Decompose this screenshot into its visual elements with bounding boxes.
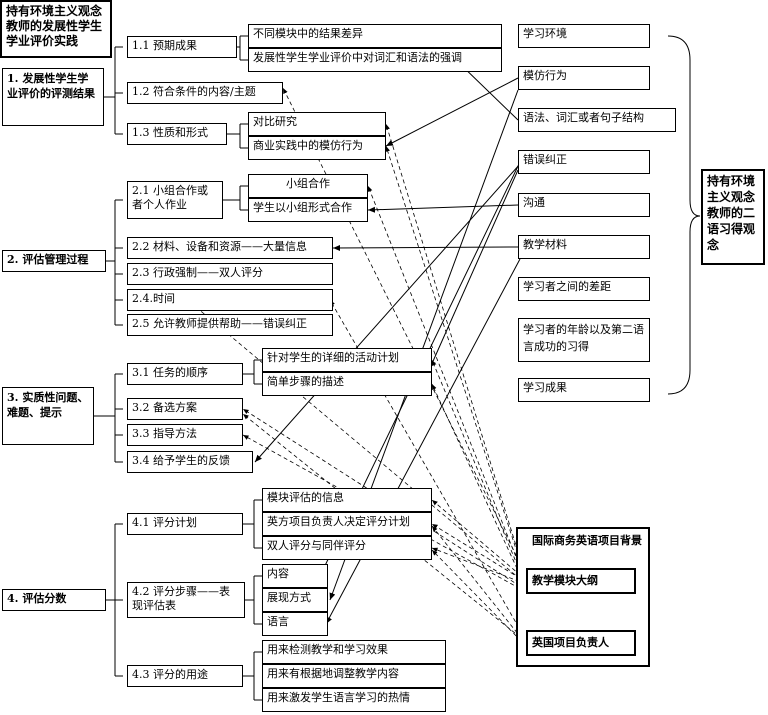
sub-2-1: 2.1 小组合作或者个人作业 xyxy=(127,181,223,219)
solid-arrow-7 xyxy=(429,169,519,369)
leaf-2-1-a: 小组合作 xyxy=(248,174,368,198)
background-title: 国际商务英语项目背景 xyxy=(532,534,642,547)
leaf-1-3-a: 对比研究 xyxy=(248,112,386,136)
section-1-box: 1. 发展性学生学业评价的评测结果 xyxy=(2,68,104,126)
leaf-3-1-a: 针对学生的详细的活动计划 xyxy=(262,348,432,372)
dashed-arrow-11 xyxy=(431,547,527,585)
sub-4-2: 4.2 评分步骤——表现评估表 xyxy=(127,582,245,618)
sub-2-3: 2.3 行政强制——双人评分 xyxy=(127,263,333,285)
right-item-6: 教学材料 xyxy=(518,235,650,259)
leaf-4-2-a: 内容 xyxy=(262,564,328,588)
section-3-box: 3. 实质性问题、难题、提示 xyxy=(2,387,94,445)
leaf-4-3-a: 用来检测教学和学习效果 xyxy=(262,640,446,664)
background-item-syllabus: 教学模块大纲 xyxy=(526,568,636,594)
leaf-1-1-a: 不同模块中的结果差异 xyxy=(248,24,502,48)
section-4-box: 4. 评估分数 xyxy=(2,589,106,611)
leaf-4-1-a: 模块评估的信息 xyxy=(262,488,432,512)
leaf-4-3-c: 用来激发学生语言学习的热情 xyxy=(262,688,446,712)
dashed-arrow-15 xyxy=(431,549,527,647)
right-item-3: 语法、词汇或者句子结构 xyxy=(518,108,676,132)
leaf-1-1-b: 发展性学生学业评价中对词汇和语法的强调 xyxy=(248,48,502,72)
dashed-arrow-3 xyxy=(367,185,527,583)
leaf-4-1-b: 英方项目负责人决定评分计划 xyxy=(262,512,432,536)
right-brace xyxy=(667,35,701,395)
right-item-4: 错误纠正 xyxy=(518,150,650,174)
right-item-9: 学习成果 xyxy=(518,378,650,402)
solid-arrow-6 xyxy=(325,258,521,625)
right-item-2: 模仿行为 xyxy=(518,66,650,90)
dashed-arrow-9 xyxy=(431,499,527,581)
sub-1-1: 1.1 预期成果 xyxy=(127,36,237,58)
right-item-1: 学习环境 xyxy=(518,24,650,48)
leaf-4-3-b: 用来有根据地调整教学内容 xyxy=(262,664,446,688)
dashed-arrow-12 xyxy=(329,299,527,641)
sub-2-2: 2.2 材料、设备和资源——大量信息 xyxy=(127,237,333,259)
sub-2-4: 2.4.时间 xyxy=(127,289,333,311)
sub-1-3: 1.3 性质和形式 xyxy=(127,123,227,145)
sub-3-4: 3.4 给予学生的反馈 xyxy=(127,451,253,473)
dashed-arrow-10 xyxy=(431,523,527,583)
solid-arrow-3 xyxy=(254,163,521,463)
dashed-arrow-1 xyxy=(385,123,527,579)
sub-4-3: 4.3 评分的用途 xyxy=(127,665,243,687)
solid-arrow-0 xyxy=(385,77,519,147)
right-item-8: 学习者的年龄以及第二语言成功的习得 xyxy=(518,318,650,362)
sub-4-1: 4.1 评分计划 xyxy=(127,513,243,535)
solid-arrow-4 xyxy=(367,204,519,213)
leaf-4-1-c: 双人评分与同伴评分 xyxy=(262,536,432,560)
section-2-box: 2. 评估管理过程 xyxy=(2,250,106,272)
background-item-uk-leader: 英国项目负责人 xyxy=(526,630,636,656)
dashed-arrow-2 xyxy=(385,145,527,581)
right-item-7: 学习者之间的差距 xyxy=(518,277,650,301)
dashed-arrow-4 xyxy=(189,301,527,585)
sub-2-5: 2.5 允许教师提供帮助——错误纠正 xyxy=(127,314,333,336)
sub-3-2: 3.2 备选方案 xyxy=(127,398,243,420)
sub-1-2: 1.2 符合条件的内容/主题 xyxy=(127,82,283,104)
solid-arrow-5 xyxy=(332,244,519,251)
sub-3-3: 3.3 指导方法 xyxy=(127,424,243,446)
sub-3-1: 3.1 任务的顺序 xyxy=(127,363,243,385)
left-title: 持有环境主义观念教师的发展性学生学业评价实践 xyxy=(0,0,112,58)
right-title: 持有环境主义观念教师的二语习得观念 xyxy=(701,169,765,265)
leaf-2-1-b: 学生以小组形式合作 xyxy=(248,198,368,222)
dashed-arrow-14 xyxy=(431,525,527,645)
dashed-arrow-5 xyxy=(431,359,527,587)
right-item-5: 沟通 xyxy=(518,193,650,217)
leaf-1-3-b: 商业实践中的模仿行为 xyxy=(248,136,386,160)
leaf-4-2-b: 展现方式 xyxy=(262,588,328,612)
dashed-arrow-6 xyxy=(431,383,527,589)
leaf-3-1-b: 简单步骤的描述 xyxy=(262,372,432,396)
leaf-4-2-c: 语言 xyxy=(262,612,328,636)
dashed-arrow-13 xyxy=(242,413,527,643)
